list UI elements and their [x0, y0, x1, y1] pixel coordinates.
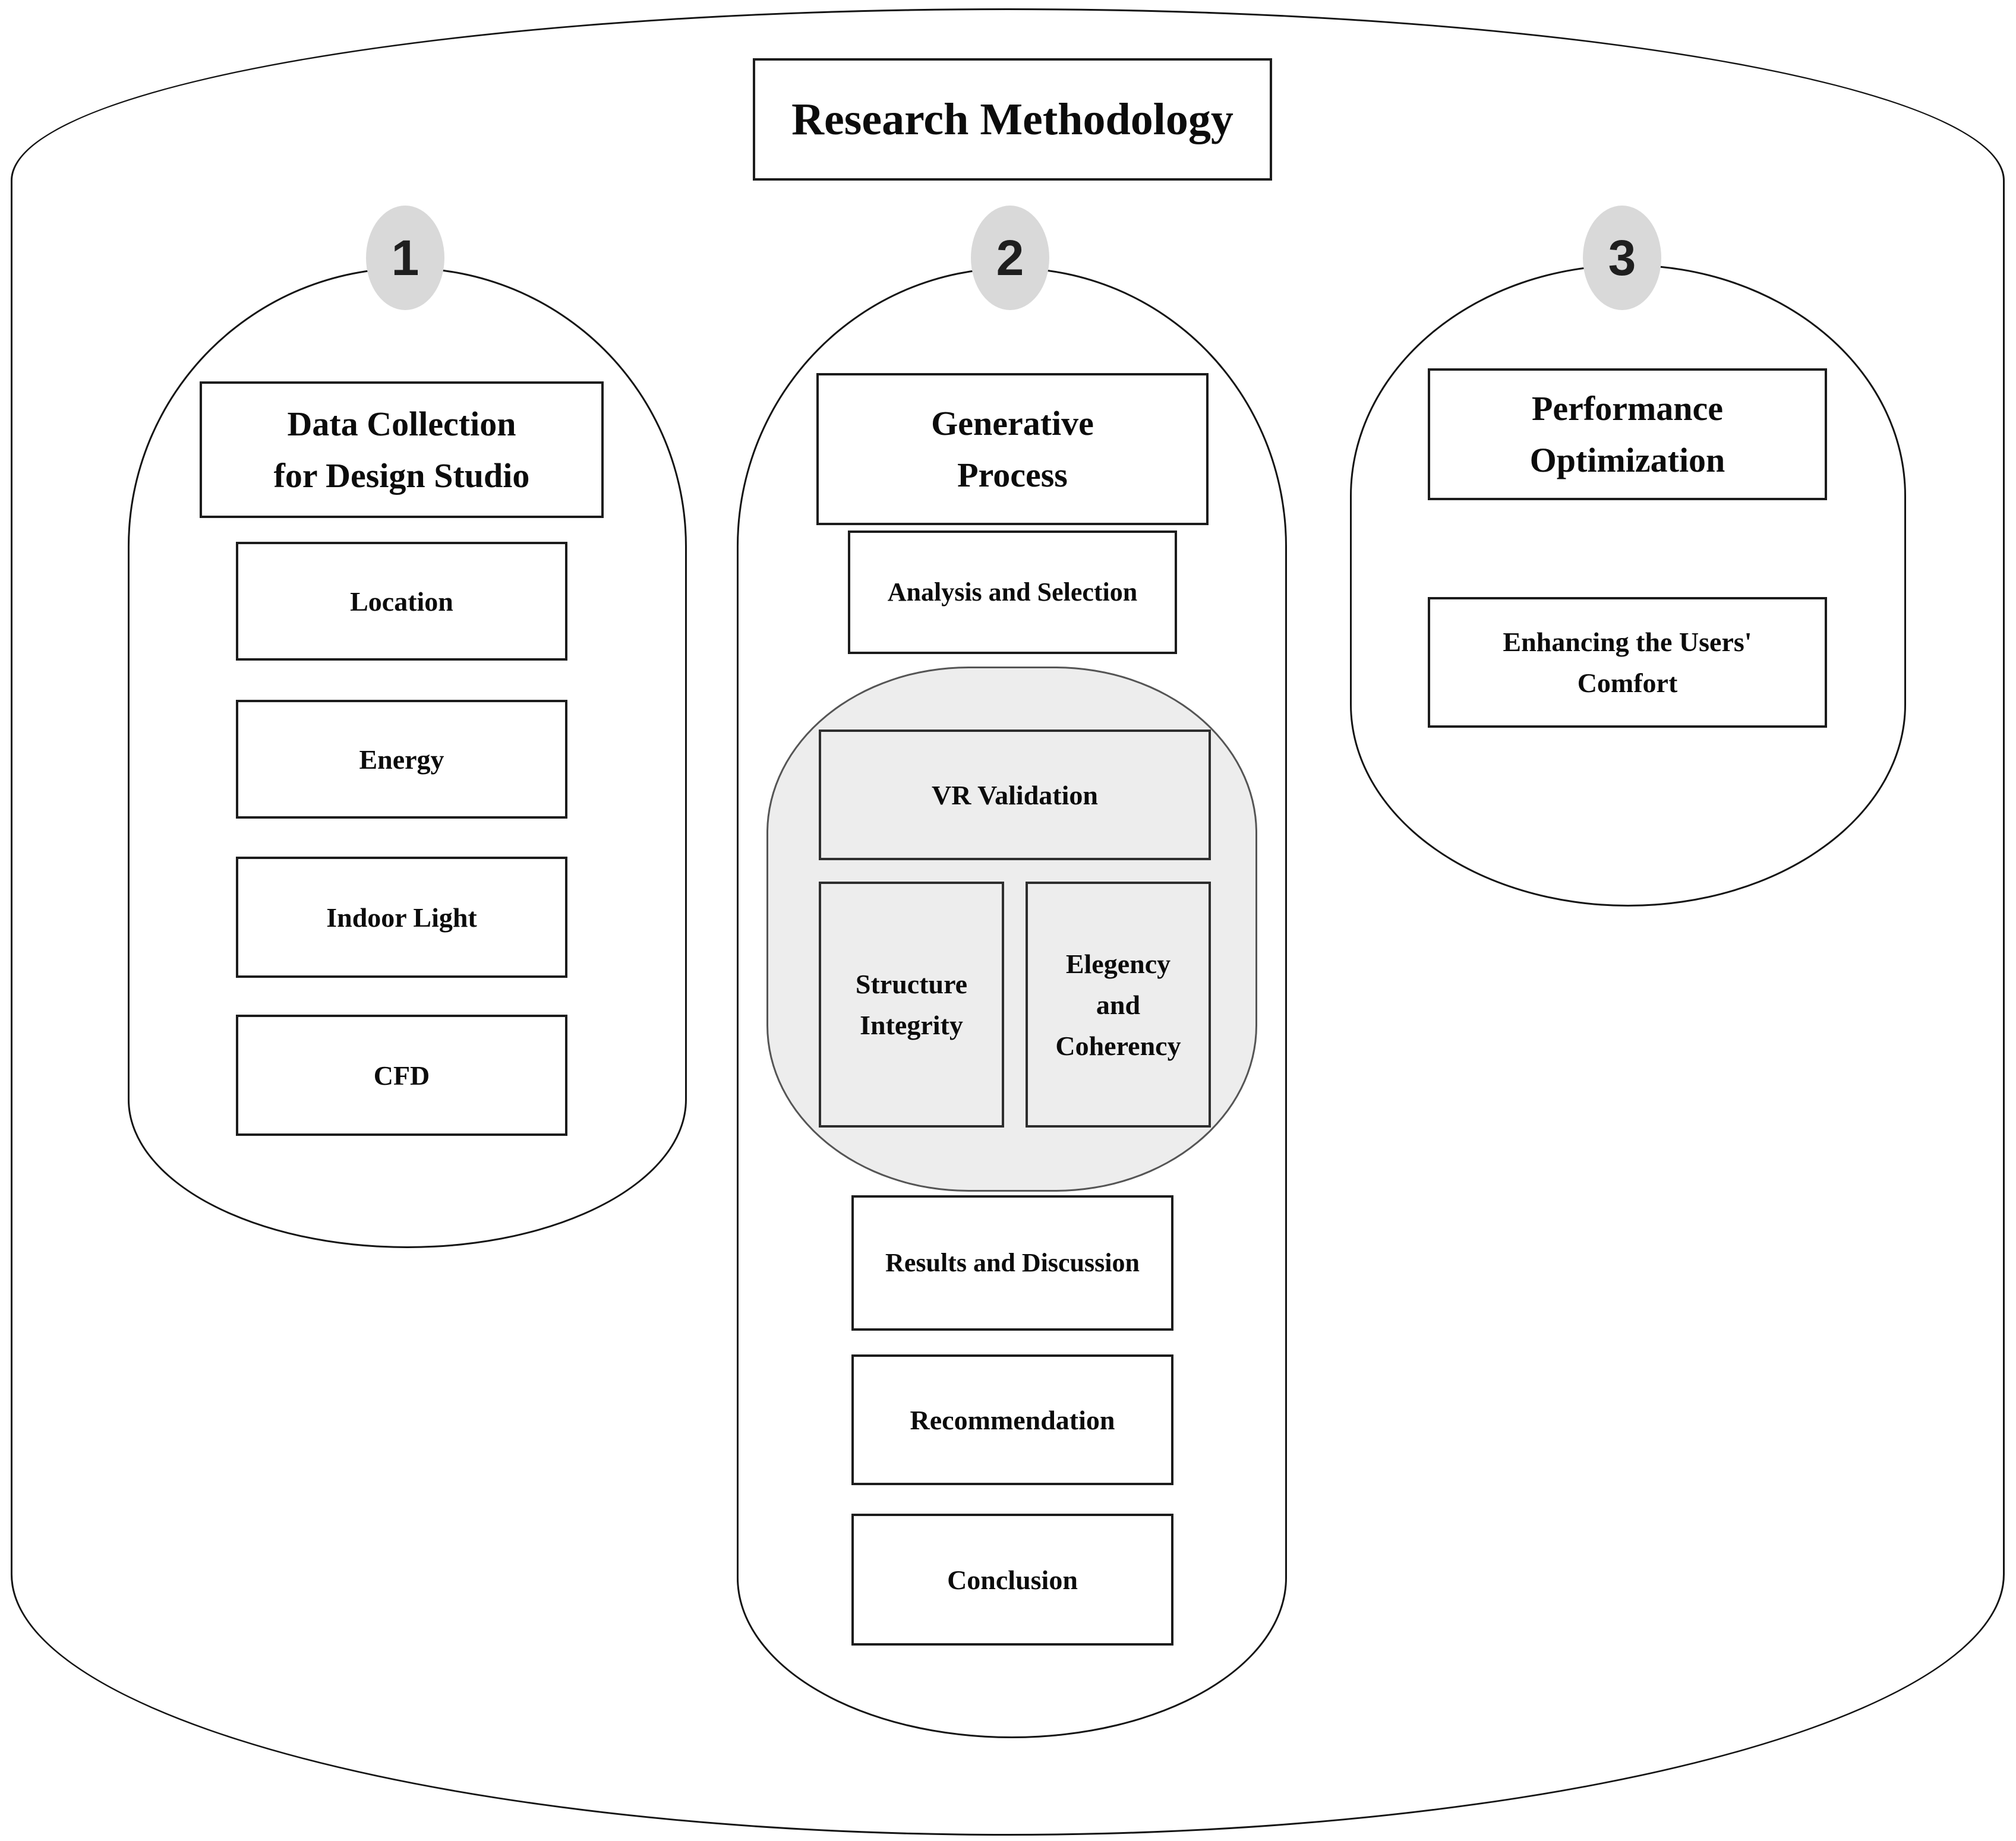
step-badge-1: 1 — [366, 206, 444, 310]
box-indoor-light: Indoor Light — [236, 857, 567, 978]
box-location: Location — [236, 542, 567, 661]
box-enhancing-comfort: Enhancing the Users' Comfort — [1428, 597, 1827, 728]
box-analysis-selection-label: Analysis and Selection — [887, 577, 1138, 607]
step-badge-3: 3 — [1583, 206, 1661, 310]
box-conclusion-label: Conclusion — [947, 1564, 1078, 1595]
box-energy-label: Energy — [359, 744, 444, 775]
step-number-3: 3 — [1608, 229, 1636, 286]
step-badge-2: 2 — [971, 206, 1049, 310]
box-recommendation-label: Recommendation — [910, 1404, 1115, 1435]
box-structure-integrity-label: Structure Integrity — [855, 969, 968, 1040]
box-cfd-label: CFD — [373, 1060, 430, 1091]
box-conclusion: Conclusion — [851, 1514, 1173, 1646]
box-structure-integrity: Structure Integrity — [819, 882, 1004, 1128]
box-analysis-selection: Analysis and Selection — [848, 530, 1177, 654]
column-2-header: Generative Process — [931, 404, 1094, 494]
column-1-header: Data Collection for Design Studio — [273, 405, 530, 495]
column-1-header-box: Data Collection for Design Studio — [200, 381, 604, 518]
box-enhancing-comfort-label: Enhancing the Users' Comfort — [1503, 627, 1752, 698]
outer-boundary — [11, 8, 2005, 1836]
box-location-label: Location — [350, 586, 453, 617]
box-elegency-coherency: Elegency and Coherency — [1026, 882, 1211, 1128]
title-box: Research Methodology — [753, 58, 1272, 181]
box-indoor-light-label: Indoor Light — [326, 902, 477, 933]
column-3-header-box: Performance Optimization — [1428, 368, 1827, 500]
box-cfd: CFD — [236, 1015, 567, 1136]
step-number-2: 2 — [996, 229, 1024, 286]
box-vr-validation-label: VR Validation — [932, 779, 1098, 810]
column-3-header: Performance Optimization — [1529, 389, 1725, 479]
column-2-header-box: Generative Process — [816, 373, 1209, 525]
box-results-discussion: Results and Discussion — [851, 1195, 1173, 1331]
box-energy: Energy — [236, 700, 567, 819]
box-vr-validation: VR Validation — [819, 730, 1211, 860]
box-results-discussion-label: Results and Discussion — [885, 1248, 1140, 1277]
box-recommendation: Recommendation — [851, 1354, 1173, 1485]
step-capsule-3 — [1350, 264, 1906, 907]
step-number-1: 1 — [391, 229, 419, 286]
page-title: Research Methodology — [791, 94, 1233, 144]
box-elegency-coherency-label: Elegency and Coherency — [1055, 948, 1181, 1061]
